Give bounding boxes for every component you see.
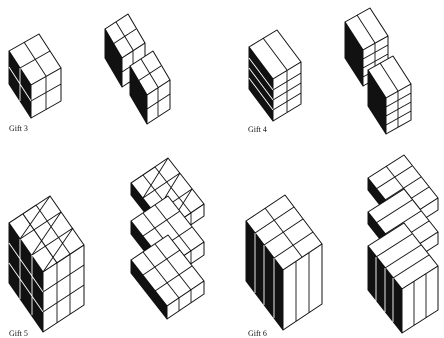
gift3-piece-lower bbox=[130, 51, 170, 124]
gift4-piece-lower bbox=[368, 56, 411, 134]
gift4-caption: Gift 4 bbox=[248, 126, 267, 134]
gift3-assembled-cube bbox=[9, 34, 61, 118]
gift4-assembled-block bbox=[249, 30, 301, 121]
gift6-assembled-block bbox=[246, 195, 322, 330]
gift3-caption: Gift 3 bbox=[9, 125, 28, 133]
gift6-caption: Gift 6 bbox=[248, 330, 267, 338]
gift5-caption: Gift 5 bbox=[9, 330, 28, 338]
gift5-assembled-block bbox=[9, 196, 84, 332]
